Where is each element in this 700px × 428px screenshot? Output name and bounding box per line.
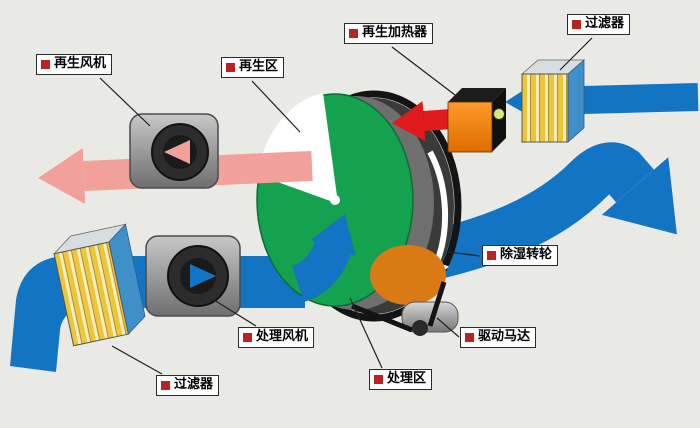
filter-top-side-face	[567, 59, 585, 143]
label-bullet	[572, 19, 581, 29]
label-bullet	[374, 374, 383, 384]
label-bullet	[487, 250, 496, 260]
filter-bottom-pleats	[53, 241, 129, 347]
leader-drive-motor	[436, 317, 460, 338]
leader-process-fan	[213, 299, 257, 327]
leader-wheel	[447, 251, 481, 257]
label-text: 再生区	[239, 59, 279, 74]
regen-heater	[447, 88, 506, 153]
label-filter-bottom: 过滤器	[156, 375, 220, 397]
process-fan-unit	[145, 235, 241, 317]
label-text: 处理风机	[256, 329, 309, 344]
leader-filter-top	[559, 37, 593, 71]
drive-belt-right	[427, 281, 447, 327]
leader-regen-heater	[391, 46, 456, 96]
label-text: 过滤器	[585, 16, 625, 31]
label-text: 驱动马达	[478, 329, 531, 344]
label-text: 除湿转轮	[500, 247, 553, 262]
label-drive-motor: 驱动马达	[460, 327, 537, 349]
label-bullet	[41, 59, 50, 69]
filter-top-unit	[520, 59, 586, 143]
leader-regen-zone	[251, 80, 301, 133]
filter-bottom-unit	[52, 223, 146, 347]
hot-air-arrow	[392, 101, 453, 141]
supply-air-arrow	[405, 142, 677, 285]
label-text: 再生风机	[54, 56, 107, 71]
label-bullet	[226, 62, 235, 72]
label-regen-heater: 再生加热器	[344, 23, 434, 45]
leader-regen-fan	[99, 77, 151, 127]
label-filter-top: 过滤器	[567, 14, 631, 36]
leader-filter-bottom	[111, 345, 163, 375]
wheel-rotation-arrow	[424, 150, 450, 283]
heater-indicator-dot	[493, 108, 505, 120]
label-bullet	[161, 380, 170, 390]
regen-fan-flow-arrow	[164, 140, 190, 164]
leader-lines	[99, 37, 593, 375]
label-bullet	[349, 28, 358, 38]
heater-top-face	[448, 88, 506, 102]
label-text: 处理区	[387, 371, 427, 386]
label-text: 再生加热器	[362, 25, 428, 40]
regen-fan-unit	[129, 113, 219, 189]
drive-belt-left	[351, 303, 413, 333]
label-regen-zone: 再生区	[221, 57, 285, 79]
label-regen-fan: 再生风机	[36, 54, 113, 76]
motor-orange-body	[370, 245, 446, 305]
filter-top-pleats	[521, 73, 569, 143]
label-bullet	[465, 332, 474, 342]
motor-pulley	[412, 320, 428, 336]
wheel-hub	[330, 195, 340, 205]
process-fan-flow-arrow	[190, 264, 216, 288]
heater-front-face	[447, 101, 493, 153]
label-text: 过滤器	[174, 377, 214, 392]
label-process-fan: 处理风机	[238, 327, 315, 349]
process-air-through-wheel-arrow	[290, 214, 356, 303]
label-desiccant-wheel: 除湿转轮	[482, 245, 559, 267]
label-process-zone: 处理区	[369, 369, 433, 391]
label-bullet	[243, 332, 252, 342]
leader-process-zone	[349, 297, 383, 369]
